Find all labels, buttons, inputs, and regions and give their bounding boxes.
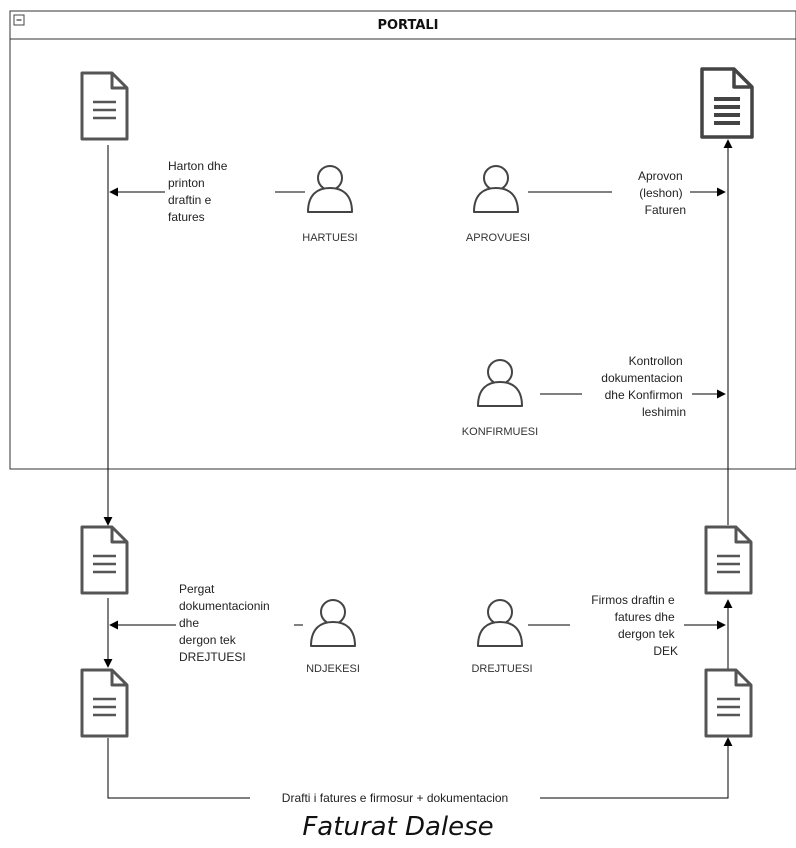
ndjekesi-person-icon [310, 599, 356, 647]
bottom-label: Drafti i fatures e firmosur + dokumentac… [282, 791, 508, 805]
doc-ndjekesi-icon [80, 525, 129, 595]
actor-hartuesi-label: HARTUESI [302, 232, 357, 244]
pergat-label: Pergat dokumentacionin dhe dergon tek DR… [179, 582, 273, 664]
actor-konfirmuesi-label: KONFIRMUESI [462, 426, 538, 438]
actor-aprovuesi-label: APROVUESI [466, 232, 530, 244]
doc-draft-icon [80, 71, 129, 141]
portali-container: PORTALI [9, 10, 796, 470]
aprovon-label: Aprovon (leshon) Faturen [638, 169, 686, 217]
drejtuesi-person-icon [477, 599, 523, 647]
collapse-icon[interactable] [13, 14, 25, 26]
kontrollon-label: Kontrollon dokumentacion dhe Konfirmon l… [601, 354, 686, 419]
actor-ndjekesi-label: NDJEKESI [306, 663, 360, 675]
harton-label: Harton dhe printon draftin e fatures [168, 159, 231, 224]
doc-drejtuesi-icon [80, 668, 129, 738]
doc-final-icon [700, 67, 754, 139]
container-title: PORTALI [377, 18, 438, 33]
doc-dek-icon [704, 525, 753, 595]
diagram-caption: Faturat Dalese [302, 812, 494, 842]
firmos-label: Firmos draftin e fatures dhe dergon tek … [591, 593, 678, 658]
actor-drejtuesi-label: DREJTUESI [471, 663, 532, 675]
doc-signed-icon [704, 668, 753, 738]
bottom-connector [107, 737, 733, 799]
